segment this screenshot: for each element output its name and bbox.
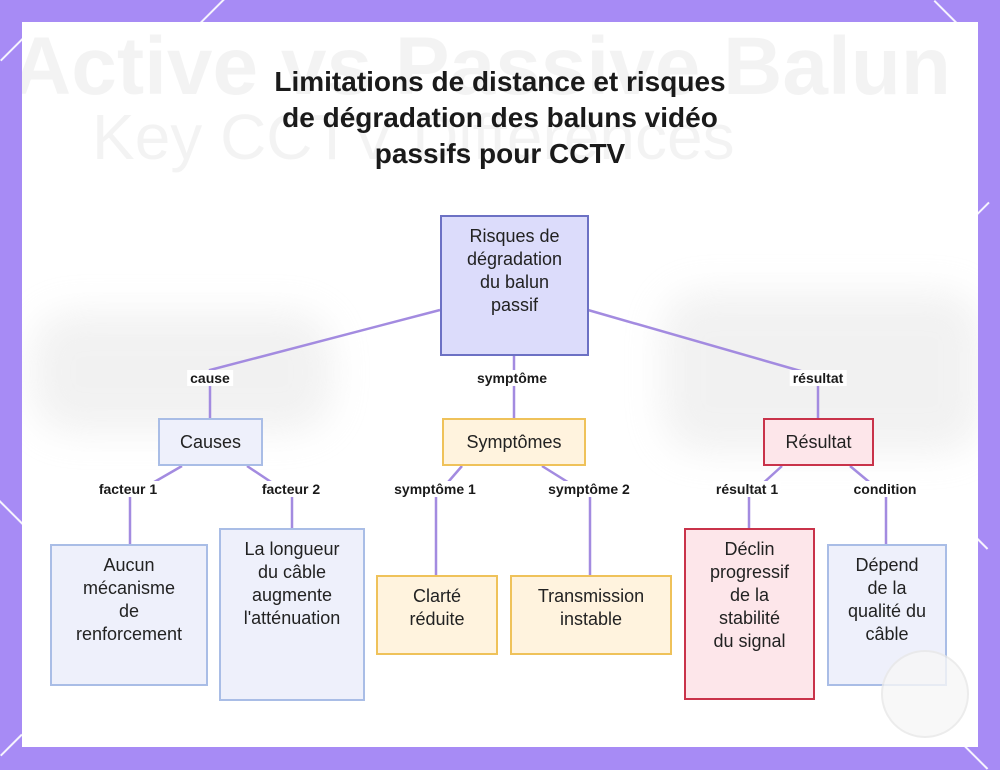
node-text-line: de [118,601,140,621]
node-transmission-instable: Transmission instable [510,575,672,655]
background-watermark-line1: Active vs Passive Balun [22,22,951,114]
edge-label-symptome1: symptôme 1 [391,481,479,497]
node-text-line: augmente [251,585,333,605]
node-text-line: Risques de [469,226,560,246]
node-text-line: dégradation [466,249,563,269]
watermark-logo [881,650,969,738]
node-text-line: progressif [709,562,790,582]
node-text-line: Dépend [855,555,919,575]
background-blur [32,312,332,432]
node-text-line: stabilité [718,608,781,628]
node-risques-degradation: Risques de dégradation du balun passif [440,215,589,356]
node-text-line: renforcement [75,624,183,644]
edge-root-causes [208,308,441,418]
node-text-line: du balun [479,272,550,292]
node-text-line: instable [559,609,623,629]
node-text-line: Transmission [537,586,645,606]
node-text-line: Aucun [103,555,155,575]
edge-label-resultat: résultat [789,370,847,386]
node-label: Résultat [785,431,852,452]
node-text-line: l'atténuation [243,608,341,628]
frame-decoration [0,733,23,757]
edge-causes-aucun [128,464,183,544]
node-text-line: réduite [409,609,465,629]
diagram-card: Active vs Passive Balun Key CCTV Differe… [22,22,978,747]
title-line: passifs pour CCTV [374,138,626,169]
edge-label-facteur1: facteur 1 [95,481,161,497]
node-text-line: de la [867,578,907,598]
edge-label-resultat1: résultat 1 [712,481,782,497]
edge-label-condition: condition [850,481,920,497]
edge-label-symptome2: symptôme 2 [545,481,633,497]
node-label: Causes [179,431,242,452]
edge-label-facteur2: facteur 2 [258,481,324,497]
node-text-line: passif [490,295,539,315]
node-label: Symptômes [466,431,562,452]
diagram-title: Limitations de distance et risques de dé… [22,64,978,172]
edge-label-symptome: symptôme [473,370,551,386]
frame-decoration [200,0,244,24]
node-text-line: de la [729,585,770,605]
node-longueur-cable: La longueur du câble augmente l'atténuat… [219,528,365,701]
node-text-line: câble [865,624,909,644]
edge-label-cause: cause [187,370,233,386]
node-resultat: Résultat [763,418,874,466]
title-line: de dégradation des baluns vidéo [282,102,718,133]
background-watermark-line2: Key CCTV Differences [92,100,735,174]
node-text-line: mécanisme [82,578,176,598]
title-line: Limitations de distance et risques [274,66,726,97]
node-text-line: Clarté [412,586,461,606]
node-text-line: du câble [257,562,327,582]
node-text-line: qualité du [847,601,927,621]
node-causes: Causes [158,418,263,466]
node-text-line: Déclin [724,539,775,559]
node-declin-progressif: Déclin progressif de la stabilité du sig… [684,528,815,700]
node-clarte-reduite: Clarté réduite [376,575,498,655]
edge-resultat-declin [747,465,783,528]
node-aucun-mecanisme: Aucun mécanisme de renforcement [50,544,208,686]
edge-resultat-depend [849,465,888,544]
node-text-line: La longueur [244,539,340,559]
edge-root-resultat [587,308,820,418]
node-text-line: du signal [713,631,786,651]
edge-causes-longueur [246,464,294,528]
node-symptomes: Symptômes [442,418,586,466]
